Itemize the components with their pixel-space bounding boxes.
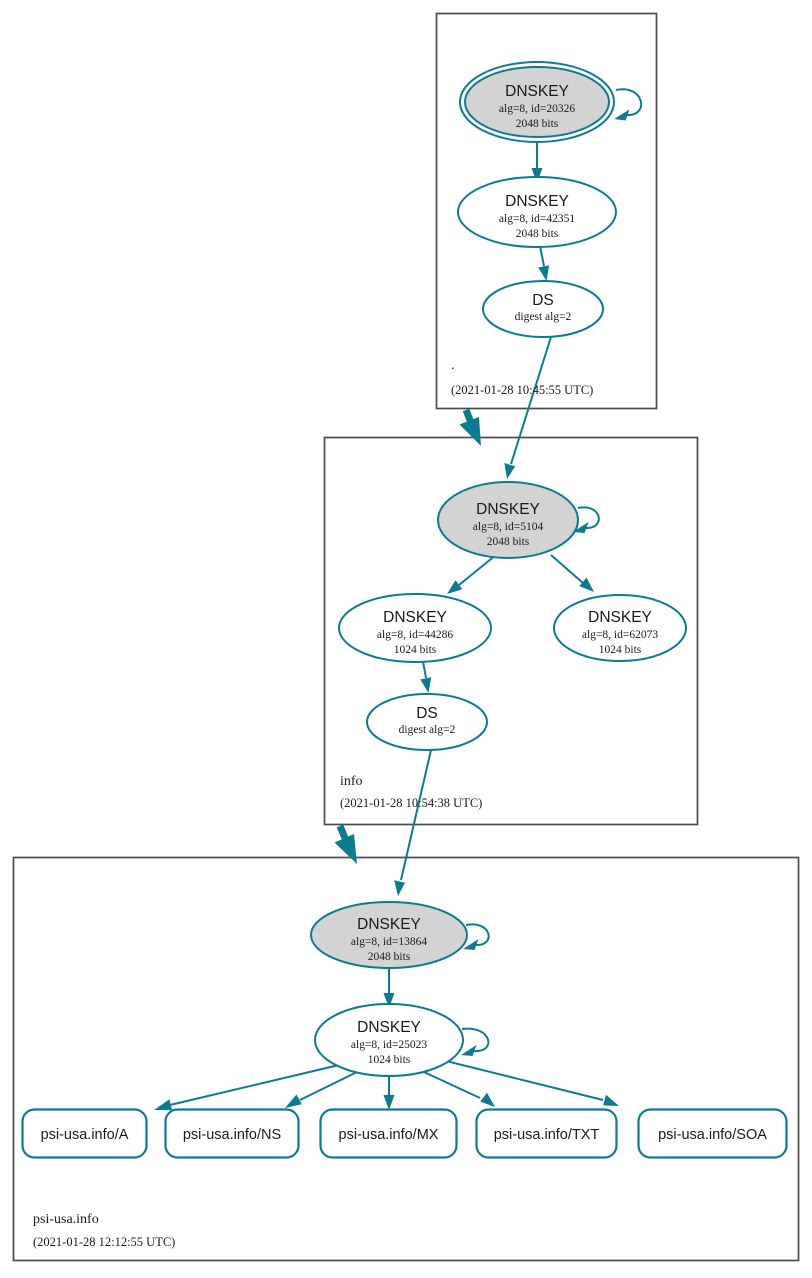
rrset-psi-usa-info-soa[interactable]: psi-usa.info/SOA (637, 1108, 788, 1159)
node-title: DS (416, 705, 438, 722)
edge-leaf-zsk-to-rrset-a (154, 1064, 340, 1111)
zone-root-border-inner (435, 12, 658, 410)
dnskey-ellipse (437, 481, 579, 559)
trust-anchor-outer-ring (459, 61, 615, 143)
node-title: DNSKEY (357, 1019, 421, 1036)
edge-leaf-ksk-to-leaf-zsk (383, 968, 395, 1008)
edge-leaf-zsk-to-rrset-ns (285, 1071, 358, 1108)
edge-zone-root-to-zone-info (459, 408, 481, 446)
dnskey-ellipse (338, 593, 492, 663)
node-leaf-zsk[interactable]: DNSKEY alg=8, id=25023 1024 bits (314, 1003, 464, 1077)
edge-root-ksk-self-loop (614, 88, 643, 121)
node-title: DNSKEY (588, 609, 652, 626)
dnskey-ellipse (310, 901, 468, 969)
rrset-box (319, 1108, 458, 1159)
edge-root-ksk-to-root-zsk (531, 141, 543, 183)
node-info-zsk-44286[interactable]: DNSKEY alg=8, id=44286 1024 bits (338, 593, 492, 663)
edge-leaf-zsk-to-rrset-txt (423, 1071, 495, 1107)
node-detail-line3: 2048 bits (487, 536, 530, 548)
node-detail-line2: alg=8, id=13864 (351, 936, 427, 948)
node-root-ksk[interactable]: DNSKEY alg=8, id=20326 2048 bits (459, 61, 615, 143)
zone-info-border-inner (323, 436, 699, 826)
zone-info-timestamp: (2021-01-28 10:54:38 UTC) (340, 796, 482, 810)
zone-psi-usa-info-timestamp: (2021-01-28 12:12:55 UTC) (33, 1235, 175, 1249)
ds-ellipse (366, 693, 488, 751)
rrset-psi-usa-info-txt[interactable]: psi-usa.info/TXT (475, 1108, 618, 1159)
edge-zone-info-to-zone-psi (334, 824, 357, 864)
edge-leaf-zsk-to-rrset-mx (383, 1076, 395, 1110)
node-detail-line2: alg=8, id=25023 (351, 1039, 427, 1051)
node-title: DS (532, 292, 554, 309)
node-title: DNSKEY (505, 193, 569, 210)
dnskey-ellipse (457, 176, 617, 248)
rrset-psi-usa-info-a[interactable]: psi-usa.info/A (21, 1108, 148, 1159)
rrset-box (637, 1108, 788, 1159)
dnskey-ellipse (464, 66, 610, 138)
edge-leaf-zsk-self-loop (461, 1027, 490, 1056)
rrset-psi-usa-info-ns[interactable]: psi-usa.info/NS (164, 1108, 300, 1159)
node-detail-line2: alg=8, id=20326 (499, 103, 575, 115)
node-info-ksk[interactable]: DNSKEY alg=8, id=5104 2048 bits (437, 481, 579, 559)
node-title: DNSKEY (476, 501, 540, 518)
rrset-label: psi-usa.info/MX (339, 1127, 439, 1143)
zone-root-label: . (451, 358, 455, 373)
rrset-label: psi-usa.info/SOA (658, 1127, 767, 1143)
rrset-box (164, 1108, 300, 1159)
rrset-box (21, 1108, 148, 1159)
node-detail-line2: alg=8, id=44286 (377, 629, 453, 641)
node-detail-line2: alg=8, id=42351 (499, 213, 575, 225)
edge-info-ksk-to-zsk-44286 (447, 554, 497, 594)
edge-root-zsk-to-ds (538, 245, 550, 281)
edge-info-ksk-self-loop (573, 506, 600, 533)
rrset-box (475, 1108, 618, 1159)
node-detail-line2: digest alg=2 (399, 724, 456, 736)
node-detail-line3: 2048 bits (516, 118, 559, 130)
node-leaf-ksk[interactable]: DNSKEY alg=8, id=13864 2048 bits (310, 901, 468, 969)
node-detail-line2: alg=8, id=62073 (582, 629, 658, 641)
dnskey-ellipse (553, 594, 687, 662)
node-info-zsk-62073[interactable]: DNSKEY alg=8, id=62073 1024 bits (553, 594, 687, 662)
node-detail-line3: 1024 bits (394, 644, 437, 656)
zone-psi-usa-info-label: psi-usa.info (33, 1212, 99, 1227)
edge-info-ksk-to-zsk-62073 (550, 554, 594, 592)
node-title: DNSKEY (505, 83, 569, 100)
edge-leaf-ksk-self-loop (463, 923, 490, 950)
rrset-label: psi-usa.info/A (41, 1127, 129, 1143)
node-detail-line2: alg=8, id=5104 (473, 521, 544, 533)
node-detail-line3: 1024 bits (599, 644, 642, 656)
edge-leaf-zsk-to-rrset-soa (441, 1059, 619, 1106)
node-detail-line3: 2048 bits (368, 951, 411, 963)
dnskey-ellipse (314, 1003, 464, 1077)
rrset-psi-usa-info-mx[interactable]: psi-usa.info/MX (319, 1108, 458, 1159)
node-detail-line3: 1024 bits (368, 1054, 411, 1066)
node-root-ds-for-info[interactable]: DS digest alg=2 (482, 280, 604, 338)
node-root-zsk[interactable]: DNSKEY alg=8, id=42351 2048 bits (457, 176, 617, 248)
node-title: DNSKEY (383, 609, 447, 626)
ds-ellipse (482, 280, 604, 338)
node-info-ds-for-psi-usa[interactable]: DS digest alg=2 (366, 693, 488, 751)
node-title: DNSKEY (357, 916, 421, 933)
rrset-label: psi-usa.info/TXT (494, 1127, 600, 1143)
rrset-label: psi-usa.info/NS (183, 1127, 281, 1143)
edge-info-ds-to-leaf-ksk (394, 749, 432, 896)
node-detail-line3: 2048 bits (516, 228, 559, 240)
zone-root-timestamp: (2021-01-28 10:45:55 UTC) (451, 383, 593, 397)
node-detail-line2: digest alg=2 (515, 311, 572, 323)
zone-info-label: info (340, 774, 363, 789)
edge-root-ds-to-info-ksk (504, 336, 552, 479)
